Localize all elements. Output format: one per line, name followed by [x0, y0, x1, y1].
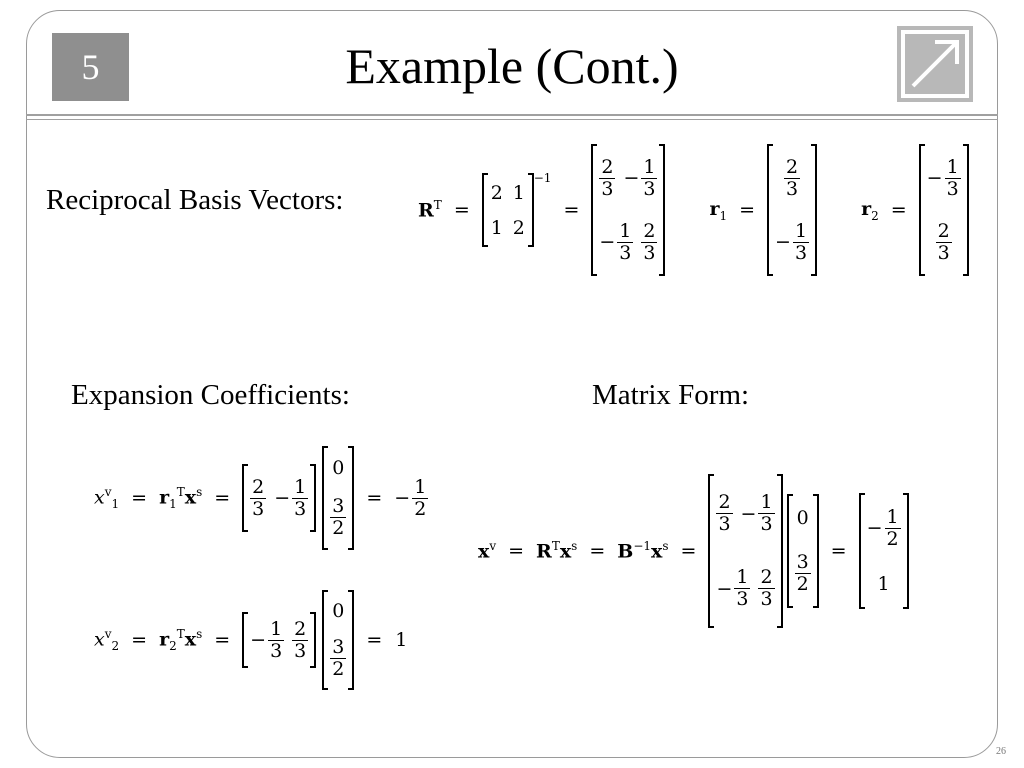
- x1-symbol: xv1: [94, 484, 120, 512]
- diagonal-arrow-icon[interactable]: [897, 26, 973, 102]
- r2-symbol: r2: [861, 197, 879, 223]
- title-divider: [26, 114, 998, 116]
- matrix-form-label: Matrix Form:: [592, 379, 750, 411]
- vector-row: 0: [330, 457, 346, 479]
- r1-symbol: r1: [709, 197, 728, 223]
- xv-symbol: xv: [478, 539, 497, 563]
- chapter-number: 5: [81, 47, 100, 87]
- x2-symbol: xv2: [94, 626, 120, 654]
- vector-entry: 0: [332, 456, 345, 479]
- r2t-xs-symbol: r2Txs: [159, 626, 203, 654]
- matrix-entry: 1: [512, 181, 525, 204]
- inverse-exponent: −1: [533, 171, 552, 185]
- matrix-entry: 1: [490, 216, 503, 239]
- chapter-number-badge: 5: [52, 33, 129, 101]
- rt-symbol: RT: [418, 198, 442, 222]
- reciprocal-basis-label: Reciprocal Basis Vectors:: [46, 184, 344, 216]
- binv-xs-symbol: B−1xs: [617, 539, 669, 563]
- title-divider-thin: [26, 119, 998, 120]
- slide-title: Example (Cont.): [345, 38, 679, 94]
- expansion-coefficients-label: Expansion Coefficients:: [71, 379, 350, 411]
- matrix-entry: 2: [490, 181, 503, 204]
- r1t-xs-symbol: r1Txs: [159, 484, 203, 512]
- x2-result: 1: [394, 629, 408, 651]
- vector-entry: 0: [332, 599, 345, 622]
- vector-entry: 0: [796, 507, 809, 530]
- vector-row: 0: [330, 600, 346, 622]
- vector-row: 1: [867, 573, 901, 595]
- result-value: 1: [395, 629, 408, 651]
- matrix-entry: 2: [512, 216, 525, 239]
- vector-row: 0: [795, 507, 811, 529]
- diagonal-arrow-icon-graphic: [901, 30, 969, 98]
- rt-xs-symbol: RTxs: [536, 539, 578, 563]
- vector-entry: 1: [877, 573, 890, 596]
- page-number: 26: [996, 746, 1006, 757]
- slide-frame: [26, 10, 998, 758]
